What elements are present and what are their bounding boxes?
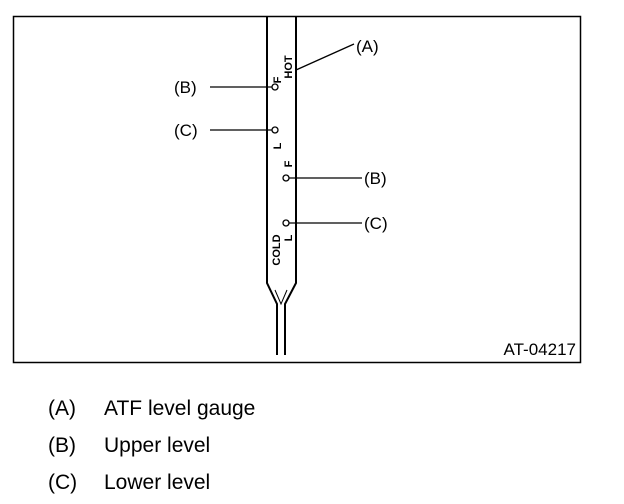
legend-item: (C) Lower level xyxy=(48,464,468,501)
atf-gauge-diagram: (A) (B) (C) (B) (C) F HOT L F L COLD AT-… xyxy=(12,15,582,364)
legend-key: (A) xyxy=(48,396,76,420)
dipstick-blade xyxy=(266,17,297,355)
legend-key: (B) xyxy=(48,433,76,457)
dipstick-taper xyxy=(274,289,288,306)
callout-b-right: (B) xyxy=(364,169,387,188)
legend-text: Lower level xyxy=(104,470,211,494)
callout-b-left: (B) xyxy=(174,78,197,97)
gauge-cold-l: L xyxy=(283,234,295,241)
diagram-frame xyxy=(12,15,582,364)
hot-lower-mark xyxy=(271,126,279,134)
gauge-hot-l: L xyxy=(272,142,284,149)
legend-key: (C) xyxy=(48,470,78,494)
cold-lower-mark xyxy=(282,219,290,227)
gauge-cold-label: COLD xyxy=(271,234,283,265)
callout-c-left: (C) xyxy=(174,121,198,140)
legend-text: ATF level gauge xyxy=(104,396,256,420)
gauge-cold-f: F xyxy=(283,160,295,167)
callout-c-right: (C) xyxy=(364,214,388,233)
cold-upper-mark xyxy=(282,174,290,182)
legend-item: (B) Upper level xyxy=(48,427,468,464)
legend-text: Upper level xyxy=(104,433,211,457)
gauge-hot-label: HOT xyxy=(283,55,295,79)
figure-id: AT-04217 xyxy=(504,340,576,359)
legend-item: (A) ATF level gauge xyxy=(48,390,468,427)
legend: (A) ATF level gauge (B) Upper level (C) … xyxy=(48,390,468,501)
gauge-hot-f: F xyxy=(272,76,284,83)
leader-a xyxy=(295,43,355,71)
hot-upper-mark xyxy=(271,83,279,91)
callout-a: (A) xyxy=(356,37,379,56)
